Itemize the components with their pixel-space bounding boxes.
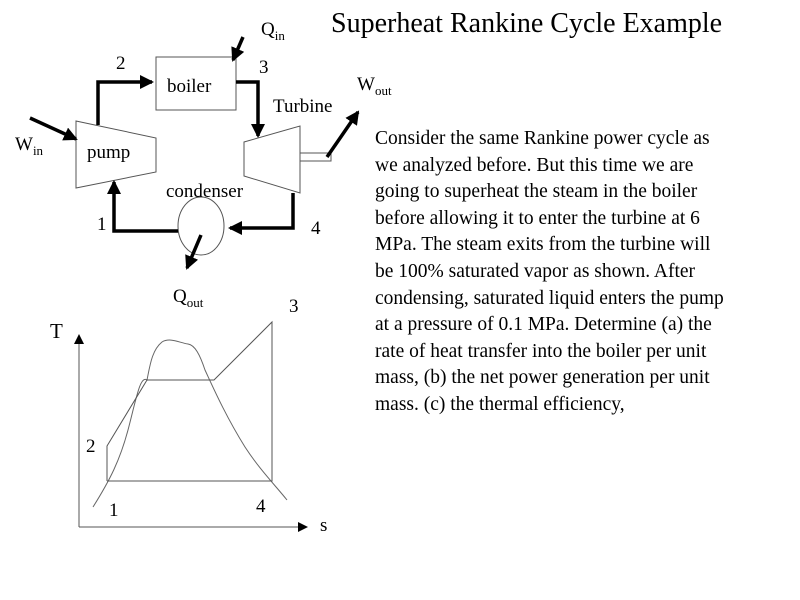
- pump-label: pump: [87, 142, 130, 163]
- pump-shape: [75, 120, 157, 189]
- w-out-arrow: [325, 110, 360, 158]
- q-out-label: Qout: [173, 286, 204, 310]
- condenser-label: condenser: [166, 181, 244, 202]
- turbine-shaft: [299, 152, 332, 162]
- problem-line: Consider the same Rankine power cycle as: [375, 128, 710, 149]
- cycle-schematic: boiler pump Turbine condenser Qin Win Wo…: [15, 19, 392, 310]
- problem-line: mass, (b) the net power generation per u…: [375, 367, 710, 389]
- condenser-shape: [177, 196, 225, 256]
- flow-turbine-to-condenser: [228, 193, 295, 235]
- problem-line: going to superheat the steam in the boil…: [375, 181, 698, 203]
- turbine-label: Turbine: [273, 96, 332, 117]
- state-1-label: 1: [97, 214, 107, 235]
- problem-line: be 100% saturated vapor as shown. After: [375, 260, 696, 282]
- problem-line: rate of heat transfer into the boiler pe…: [375, 340, 707, 362]
- q-out-arrow: [185, 234, 203, 270]
- ts-state-2-label: 2: [86, 436, 96, 457]
- turbine-shape: [243, 125, 301, 194]
- state-2-label: 2: [116, 53, 126, 74]
- ts-state-4-label: 4: [256, 496, 266, 517]
- cycle-path: [106, 320, 273, 482]
- s-axis-label: s: [320, 515, 327, 536]
- problem-line: MPa. The steam exits from the turbine wi…: [375, 234, 711, 256]
- boiler-label: boiler: [167, 76, 212, 97]
- problem-line: we analyzed before. But this time we are: [375, 154, 694, 176]
- slide-title: Superheat Rankine Cycle Example: [331, 8, 723, 39]
- flow-boiler-to-turbine: [236, 80, 265, 138]
- q-in-arrow: [231, 36, 245, 62]
- problem-line: mass. (c) the thermal efficiency,: [375, 393, 625, 415]
- saturation-dome: [92, 339, 288, 508]
- w-in-label: Win: [15, 134, 44, 158]
- t-axis-label: T: [50, 319, 63, 343]
- ts-state-3-label: 3: [289, 296, 299, 317]
- problem-line: before allowing it to enter the turbine …: [375, 207, 700, 229]
- flow-pump-to-boiler: [96, 75, 154, 125]
- ts-diagram: T s 1 2 3 4: [50, 296, 327, 536]
- w-out-label: Wout: [357, 74, 392, 98]
- ts-state-1-label: 1: [109, 500, 119, 521]
- flow-condenser-to-pump: [107, 180, 178, 233]
- w-in-arrow: [29, 116, 78, 141]
- state-3-label: 3: [259, 57, 269, 78]
- problem-line: at a pressure of 0.1 MPa. Determine (a) …: [375, 314, 712, 336]
- boiler-box: [155, 56, 237, 111]
- problem-line: condensing, saturated liquid enters the …: [375, 287, 724, 309]
- state-4-label: 4: [311, 218, 321, 239]
- problem-statement: Consider the same Rankine power cycle as…: [375, 126, 795, 419]
- q-in-label: Qin: [261, 19, 285, 43]
